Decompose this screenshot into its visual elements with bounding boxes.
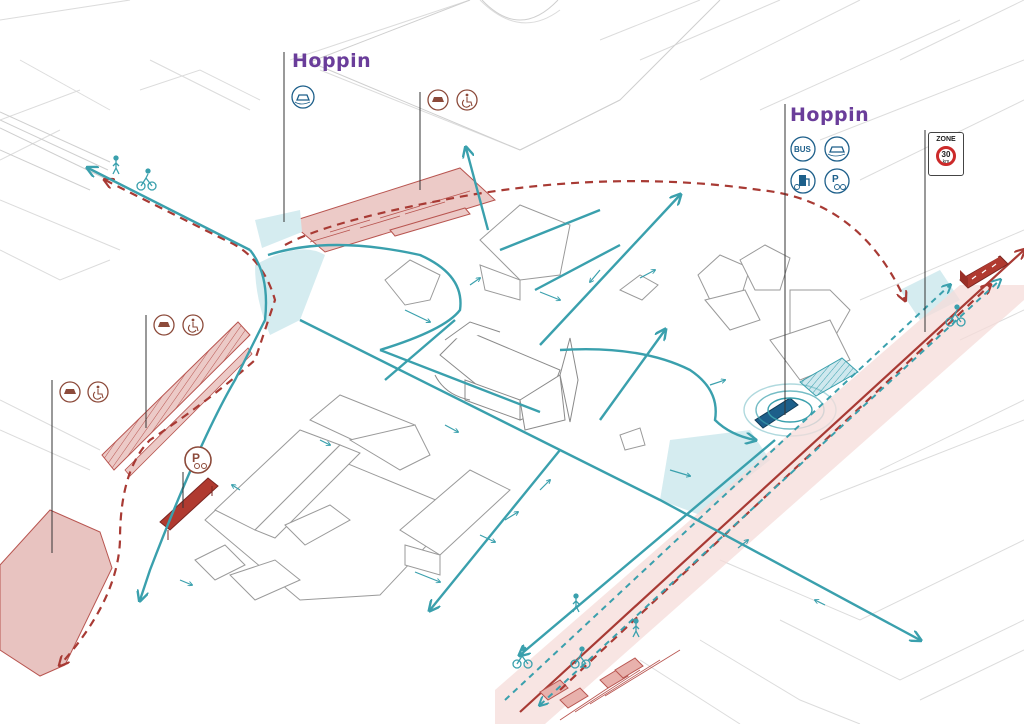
hub-icons: BUS P [291,85,850,194]
cyclist-icon [512,646,533,669]
walker-icon [112,155,120,175]
cyclist-icon [945,304,966,327]
sports-field [309,0,721,151]
car-icon [153,314,175,336]
svg-text:P: P [192,451,200,465]
speed-limit-circle: 30 km [936,146,956,166]
school-complex [194,394,511,601]
parking-west [101,321,253,477]
parking-lot-southwest [0,509,113,677]
entrance-arrows [179,270,826,606]
walker-icon [572,593,580,613]
bike-parking-icon: P [824,168,850,194]
cyclist-icon [136,168,157,191]
hoppin-logo-east: Hoppin [790,104,869,126]
walker-icon [632,618,640,638]
wheelchair-icon [456,89,478,111]
cyclist-icon [570,646,591,669]
speed-limit-value: 30 [941,150,951,159]
zone-30-sign: ZONE 30 km [928,132,964,176]
bus-icon [959,255,1009,289]
hoppin-logo-text: Hoppin [790,104,870,126]
parking-icons: P [59,89,478,474]
cyclist-icons [136,168,966,669]
shared-car-icon [824,136,850,162]
main-road-corridor [495,250,1024,724]
car-icon [59,381,81,403]
zone-sign-title: ZONE [936,136,956,143]
shared-car-icon [291,85,315,109]
svg-text:P: P [832,174,839,185]
bike-parking-shelter [159,477,219,540]
bus-icon: BUS [790,136,816,162]
charging-station-icon [790,168,816,194]
bike-lanes [504,280,1000,705]
hoppin-logo-north: Hoppin [292,50,371,72]
rail-tracks [0,111,111,191]
church [434,321,579,431]
bike-parking-icon: P [184,446,212,474]
speed-limit-unit: km [942,159,950,165]
svg-text:BUS: BUS [794,145,812,154]
wheelchair-icon [87,381,109,403]
hoppin-logo-text: Hoppin [292,50,372,72]
wheelchair-icon [182,314,204,336]
car-icon [427,89,449,111]
leader-lines [51,52,926,553]
walker-icons [112,155,640,638]
